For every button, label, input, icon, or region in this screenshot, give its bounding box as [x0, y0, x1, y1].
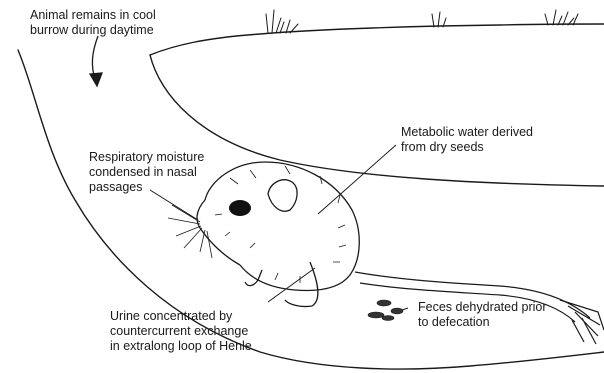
metabolic-leader [318, 145, 396, 214]
feces-leader [402, 308, 408, 310]
rat-ear [268, 180, 297, 211]
grass-tufts [266, 10, 578, 33]
rat-body [205, 162, 359, 290]
rat-eye [229, 200, 251, 216]
metabolic-label: Metabolic water derived from dry seeds [401, 125, 533, 155]
urine-label: Urine concentrated by countercurrent exc… [110, 309, 252, 354]
kangaroo-rat [197, 162, 359, 307]
burrow-inner-ceiling [150, 55, 604, 186]
rat-hind-leg [285, 262, 318, 307]
whiskers [168, 205, 212, 258]
burrow-label: Animal remains in cool burrow during day… [30, 8, 156, 38]
fur-strokes [215, 166, 346, 283]
urine-leader [268, 268, 315, 302]
feces-label: Feces dehydrated prior to defecation [418, 300, 547, 330]
feces-pellets [368, 300, 403, 321]
respiratory-label: Respiratory moisture condensed in nasal … [89, 150, 204, 195]
entry-arrow [90, 36, 102, 86]
ground-surface-line [150, 24, 604, 55]
